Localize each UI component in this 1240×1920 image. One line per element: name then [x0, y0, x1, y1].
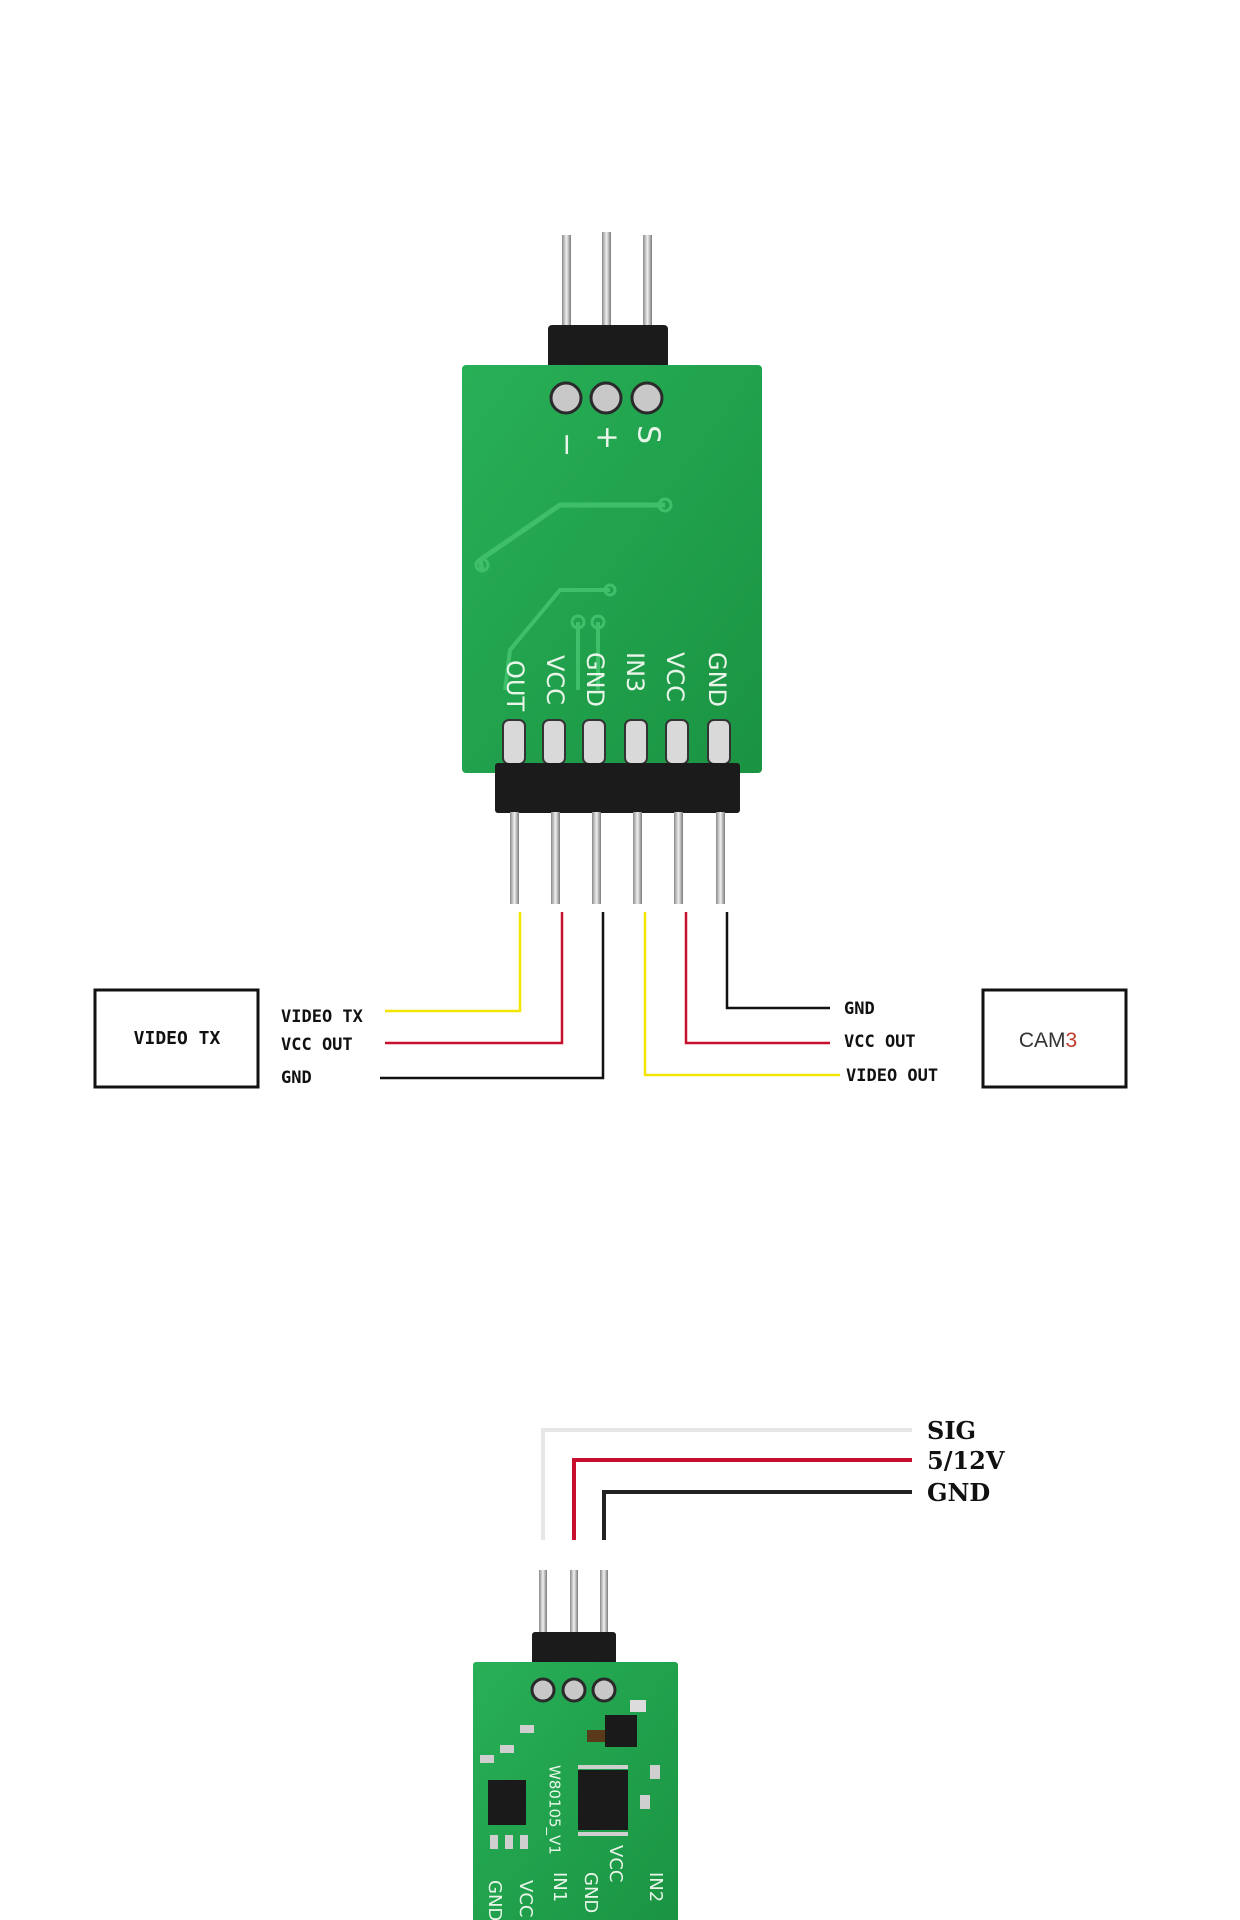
- bpin-label-1: VCC: [515, 1880, 536, 1917]
- bpin-label-0: GND: [484, 1880, 505, 1920]
- label-video-tx: VIDEO TX: [281, 1007, 364, 1027]
- cam-box: CAM3: [981, 988, 1128, 1089]
- right-wire-labels: GND VCC OUT VIDEO OUT: [844, 999, 938, 1086]
- label-5-12v: 5/12V: [927, 1446, 1005, 1475]
- bottom-wires: [541, 1428, 912, 1540]
- pin-label-vcc: VCC: [541, 655, 569, 705]
- top-wires: [380, 912, 840, 1080]
- label-gnd-right: GND: [844, 999, 875, 1019]
- cam-box-number: 3: [1065, 1029, 1077, 1052]
- video-tx-box: VIDEO TX: [93, 988, 260, 1089]
- pcb-trace: [503, 588, 610, 691]
- pin-label-vcc2: VCC: [661, 652, 689, 702]
- wire-sig: [541, 1428, 912, 1540]
- pcb-trace: [477, 502, 665, 571]
- bottom-board: W80105_V1 GND VCC IN1 GND VCC IN2: [473, 1570, 678, 1920]
- wire-gnd-right: [725, 912, 830, 1010]
- top-pad-labels: − + S: [550, 425, 666, 457]
- left-wire-labels: VIDEO TX VCC OUT GND: [281, 1007, 364, 1088]
- bpin-label-5: IN2: [645, 1872, 666, 1902]
- bottom-header: [495, 719, 740, 904]
- part-label: W80105_V1: [545, 1765, 564, 1855]
- wire-vcc-out-right: [684, 912, 830, 1045]
- bottom-wire-labels: SIG 5/12V GND: [927, 1416, 1005, 1507]
- pin-label-in3: IN3: [621, 652, 649, 692]
- bpin-label-3: GND: [580, 1872, 601, 1913]
- wire-gnd-bottom: [602, 1490, 912, 1540]
- bpin-label-2: IN1: [549, 1872, 570, 1902]
- pin-label-gnd2: GND: [703, 652, 731, 707]
- wire-gnd-left: [380, 912, 605, 1080]
- pcb-board: [462, 365, 762, 773]
- wire-video-tx: [385, 912, 522, 1013]
- label-gnd-left: GND: [281, 1068, 312, 1088]
- cam-box-label: CAM3: [1019, 1029, 1077, 1052]
- pin-label-out: OUT: [501, 660, 529, 711]
- pin-label-gnd: GND: [581, 652, 609, 707]
- top-pads: [549, 381, 664, 415]
- bpin-label-4: VCC: [605, 1845, 626, 1882]
- wire-5-12v: [572, 1458, 912, 1540]
- label-sig: SIG: [927, 1416, 976, 1445]
- wire-vcc-out-left: [385, 912, 564, 1045]
- wire-video-out: [643, 912, 840, 1077]
- label-gnd-bottom: GND: [927, 1478, 990, 1507]
- bottom-pin-labels: GND VCC IN1 GND VCC IN2: [484, 1845, 666, 1920]
- label-vcc-out-left: VCC OUT: [281, 1035, 353, 1055]
- top-header-pins: [548, 232, 668, 369]
- smd-components: [480, 1700, 660, 1849]
- top-board: − + S OUT VCC GND IN3 VCC GND: [462, 232, 762, 904]
- label-vcc-out-right: VCC OUT: [844, 1032, 916, 1052]
- video-tx-box-label: VIDEO TX: [134, 1028, 221, 1049]
- label-video-out: VIDEO OUT: [846, 1066, 938, 1086]
- pad-label-minus: −: [550, 432, 585, 457]
- pad-label-plus: +: [590, 425, 625, 450]
- top-pin-labels: OUT VCC GND IN3 VCC GND: [501, 652, 731, 711]
- pad-label-s: S: [631, 425, 666, 444]
